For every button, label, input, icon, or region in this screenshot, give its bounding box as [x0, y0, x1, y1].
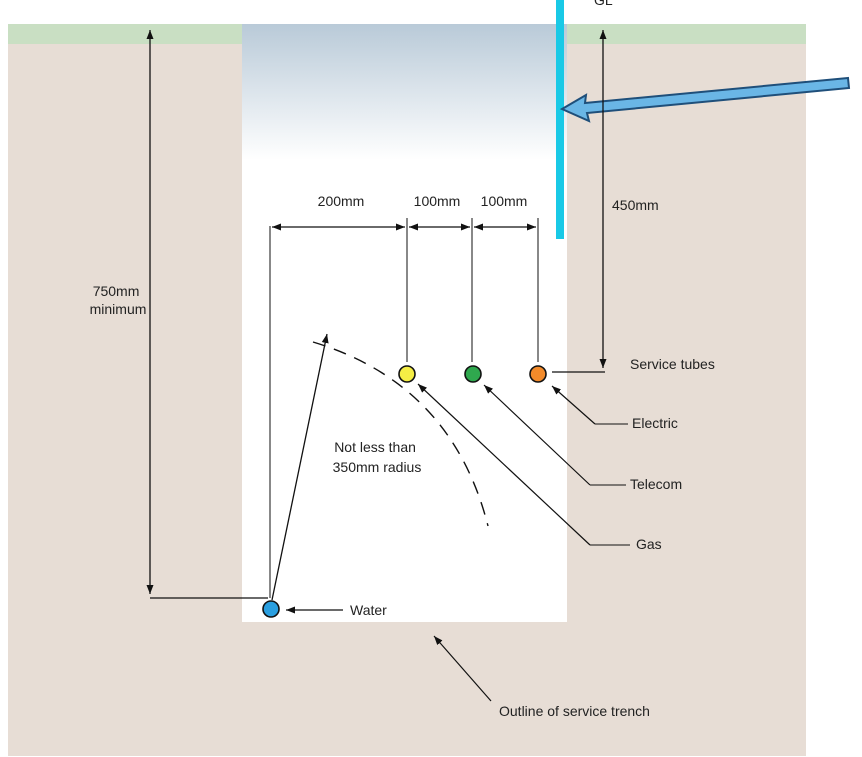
dim-450-label: 450mm: [612, 197, 659, 213]
water-pipe-dot: [262, 600, 280, 618]
dim-750-line2: minimum: [90, 301, 147, 317]
dim-100b-label: 100mm: [481, 193, 528, 209]
radius-arrow: [271, 333, 329, 601]
gas-label: Gas: [636, 536, 662, 552]
trench-outline-label: Outline of service trench: [499, 703, 650, 719]
electric-cable-dot: [529, 365, 547, 383]
telecom-label: Telecom: [630, 476, 682, 492]
cut-top-text: GL: [594, 0, 613, 8]
arrow-gas: [417, 383, 591, 546]
dim-750-label: 750mm minimum: [90, 283, 147, 317]
water-label: Water: [350, 602, 387, 618]
radius-note-line2: 350mm radius: [333, 459, 422, 475]
radius-note: Not less than 350mm radius: [333, 439, 422, 475]
arrow-electric: [551, 385, 596, 425]
dashed-arc-icon: [312, 341, 489, 527]
dim-100a-label: 100mm: [414, 193, 461, 209]
service-tubes-label: Service tubes: [630, 356, 715, 372]
dim-200-label: 200mm: [318, 193, 365, 209]
highlight-line: [556, 0, 564, 239]
radius-note-line1: Not less than: [334, 439, 416, 455]
telecom-duct-dot: [464, 365, 482, 383]
gas-pipe-dot: [398, 365, 416, 383]
arrow-trench-outline: [433, 635, 492, 702]
electric-label: Electric: [632, 415, 678, 431]
trench-sky-gradient: [242, 24, 567, 160]
callout-arrow-icon: [559, 76, 851, 123]
arrow-telecom: [483, 384, 591, 486]
dim-750-line1: 750mm: [93, 283, 140, 299]
